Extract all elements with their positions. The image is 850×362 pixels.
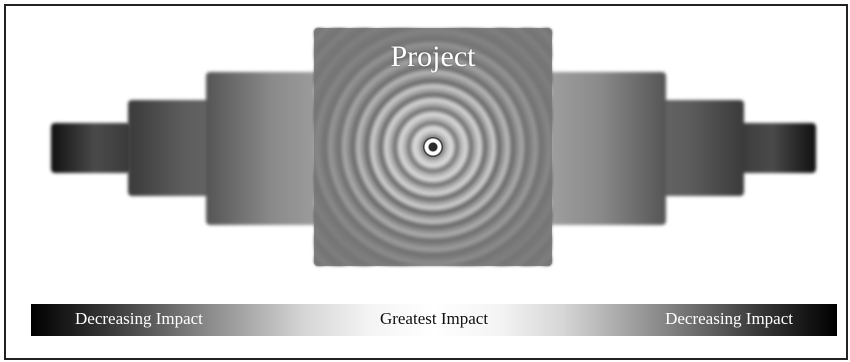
middle-left-block (128, 100, 218, 196)
impact-label-right: Decreasing Impact (665, 309, 793, 329)
inner-left-block (206, 72, 326, 225)
ripple-center-icon (423, 137, 443, 157)
impact-gradient-bar: Decreasing Impact Greatest Impact Decrea… (31, 304, 837, 336)
outer-left-block (51, 123, 131, 173)
middle-right-block (654, 100, 744, 196)
diagram-frame: Project Decreasing Impact Greatest Impac… (4, 4, 848, 360)
outer-right-block (736, 123, 816, 173)
inner-right-block (546, 72, 666, 225)
project-label: Project (314, 40, 552, 74)
